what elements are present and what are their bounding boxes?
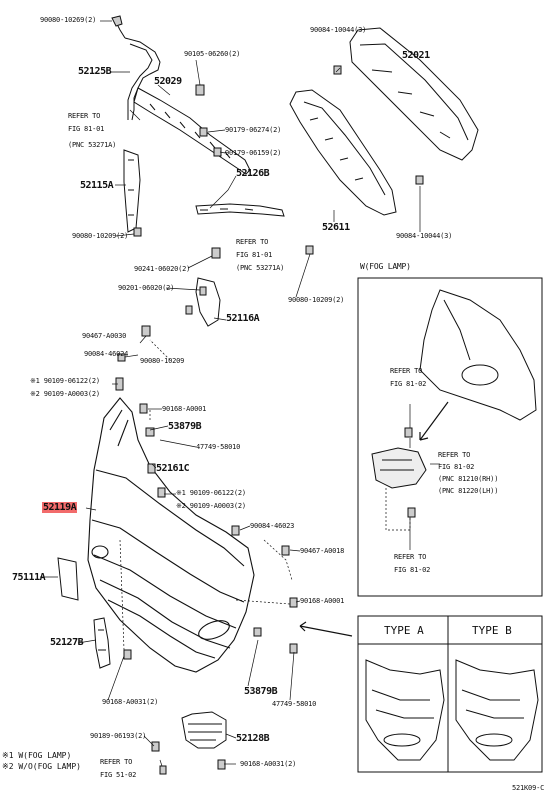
label-90084-10044-b: 90084-10044(3) [396,232,453,240]
type-arrow [299,621,353,637]
type-a-label: TYPE A [384,624,424,637]
fog-lamp-inset-box [357,277,543,597]
label-52125b: 52125B [78,66,112,77]
label-90109-06122: ※1 90109-06122(2) [30,377,100,385]
bracket-52127b [93,617,111,669]
retainer-52115a [123,149,141,233]
figure-code: 521K09-C [512,784,545,792]
label-90467-a0018: 90467-A0018 [300,547,345,555]
refer-fig-51-02: REFER TO FIG 51-02 [100,758,137,779]
leader-lines [40,20,421,767]
label-90084-46024: 90084-46024 [84,350,129,358]
absorber-52611 [289,89,397,216]
label-90080-10209: 90080-10209(2) [72,232,129,240]
label-52611: 52611 [322,222,350,233]
label-52126b: 52126B [236,168,270,179]
bumper-cover-52119a [87,397,255,673]
label-90084-10044: 90084-10044(3) [310,26,367,34]
label-52115a: 52115A [80,180,114,191]
retainer-52029 [133,87,251,175]
type-b-label: TYPE B [472,624,512,637]
label-53879b-a: 53879B [168,421,202,432]
legend-no-fog-lamp: ※2 W/O(FOG LAMP) [2,762,81,771]
label-90080-10209-b: 90080-10209(2) [288,296,345,304]
label-90179-06274: 90179-06274(2) [225,126,282,134]
label-90168-a0031: 90168-A0031(2) [102,698,159,706]
fasteners [115,65,424,775]
label-52127b: 52127B [50,637,84,648]
label-52119a-highlighted[interactable]: 52119A [42,502,78,513]
legend: ※1 W(FOG LAMP) ※2 W/O(FOG LAMP) [2,750,81,772]
label-52128b: 52128B [236,733,270,744]
label-52021: 52021 [402,50,430,61]
label-90080-10209-c: 90080-10209 [140,357,185,365]
refer-fig-81-01-b: REFER TO FIG 81-01 (PNC 53271A) [236,238,285,272]
label-90168-a0001-b: 90168-A0001 [300,597,345,605]
refer-fig-81-02-a: REFER TO FIG 81-02 [390,367,427,388]
label-47749-58010-b: 47749-58010 [272,700,317,708]
label-90241-06020: 90241-06020(2) [134,265,191,273]
label-90179-06159: 90179-06159(2) [225,149,282,157]
label-90168-a0031-b: 90168-A0031(2) [240,760,297,768]
plate-75111a [57,557,79,601]
legend-fog-lamp: ※1 W(FOG LAMP) [2,751,72,760]
refer-fig-81-02-c: REFER TO FIG 81-02 [394,553,431,574]
label-47749-58010: 47749-58010 [196,443,241,451]
grille-52128b [181,711,227,749]
label-90189-06193: 90189-06193(2) [90,732,147,740]
label-52029: 52029 [154,76,182,87]
label-90201-06020: 90201-06020(2) [118,284,175,292]
label-53879b-b: 53879B [244,686,278,697]
label-52161c: 52161C [156,463,190,474]
type-box [357,615,543,773]
fog-box-title: W(FOG LAMP) [360,262,411,271]
label-52116a: 52116A [226,313,260,324]
retainer-52116a [195,277,221,327]
label-90109-a0003: ※2 90109-A0003(2) [30,390,100,398]
label-90109-06122-b: ※1 90109-06122(2) [176,489,246,497]
reinforcement-52021 [349,27,479,161]
bracket-52126b [195,203,285,217]
refer-fig-81-02-b: REFER TO FIG 81-02 (PNC 81210(RH)) (PNC … [438,451,499,495]
bracket-52125b [111,15,161,121]
label-90168-a0001: 90168-A0001 [162,405,207,413]
label-90080-10269: 90080-10269(2) [40,16,97,24]
label-90105-06260: 90105-06260(2) [184,50,241,58]
label-90084-46023: 90084-46023 [250,522,295,530]
label-90109-a0003-b: ※2 90109-A0003(2) [176,502,246,510]
label-90467-a0030: 90467-A0030 [82,332,127,340]
label-75111a: 75111A [12,572,46,583]
refer-fig-81-01-a: REFER TO FIG 81-01 (PNC 53271A) [68,112,117,149]
